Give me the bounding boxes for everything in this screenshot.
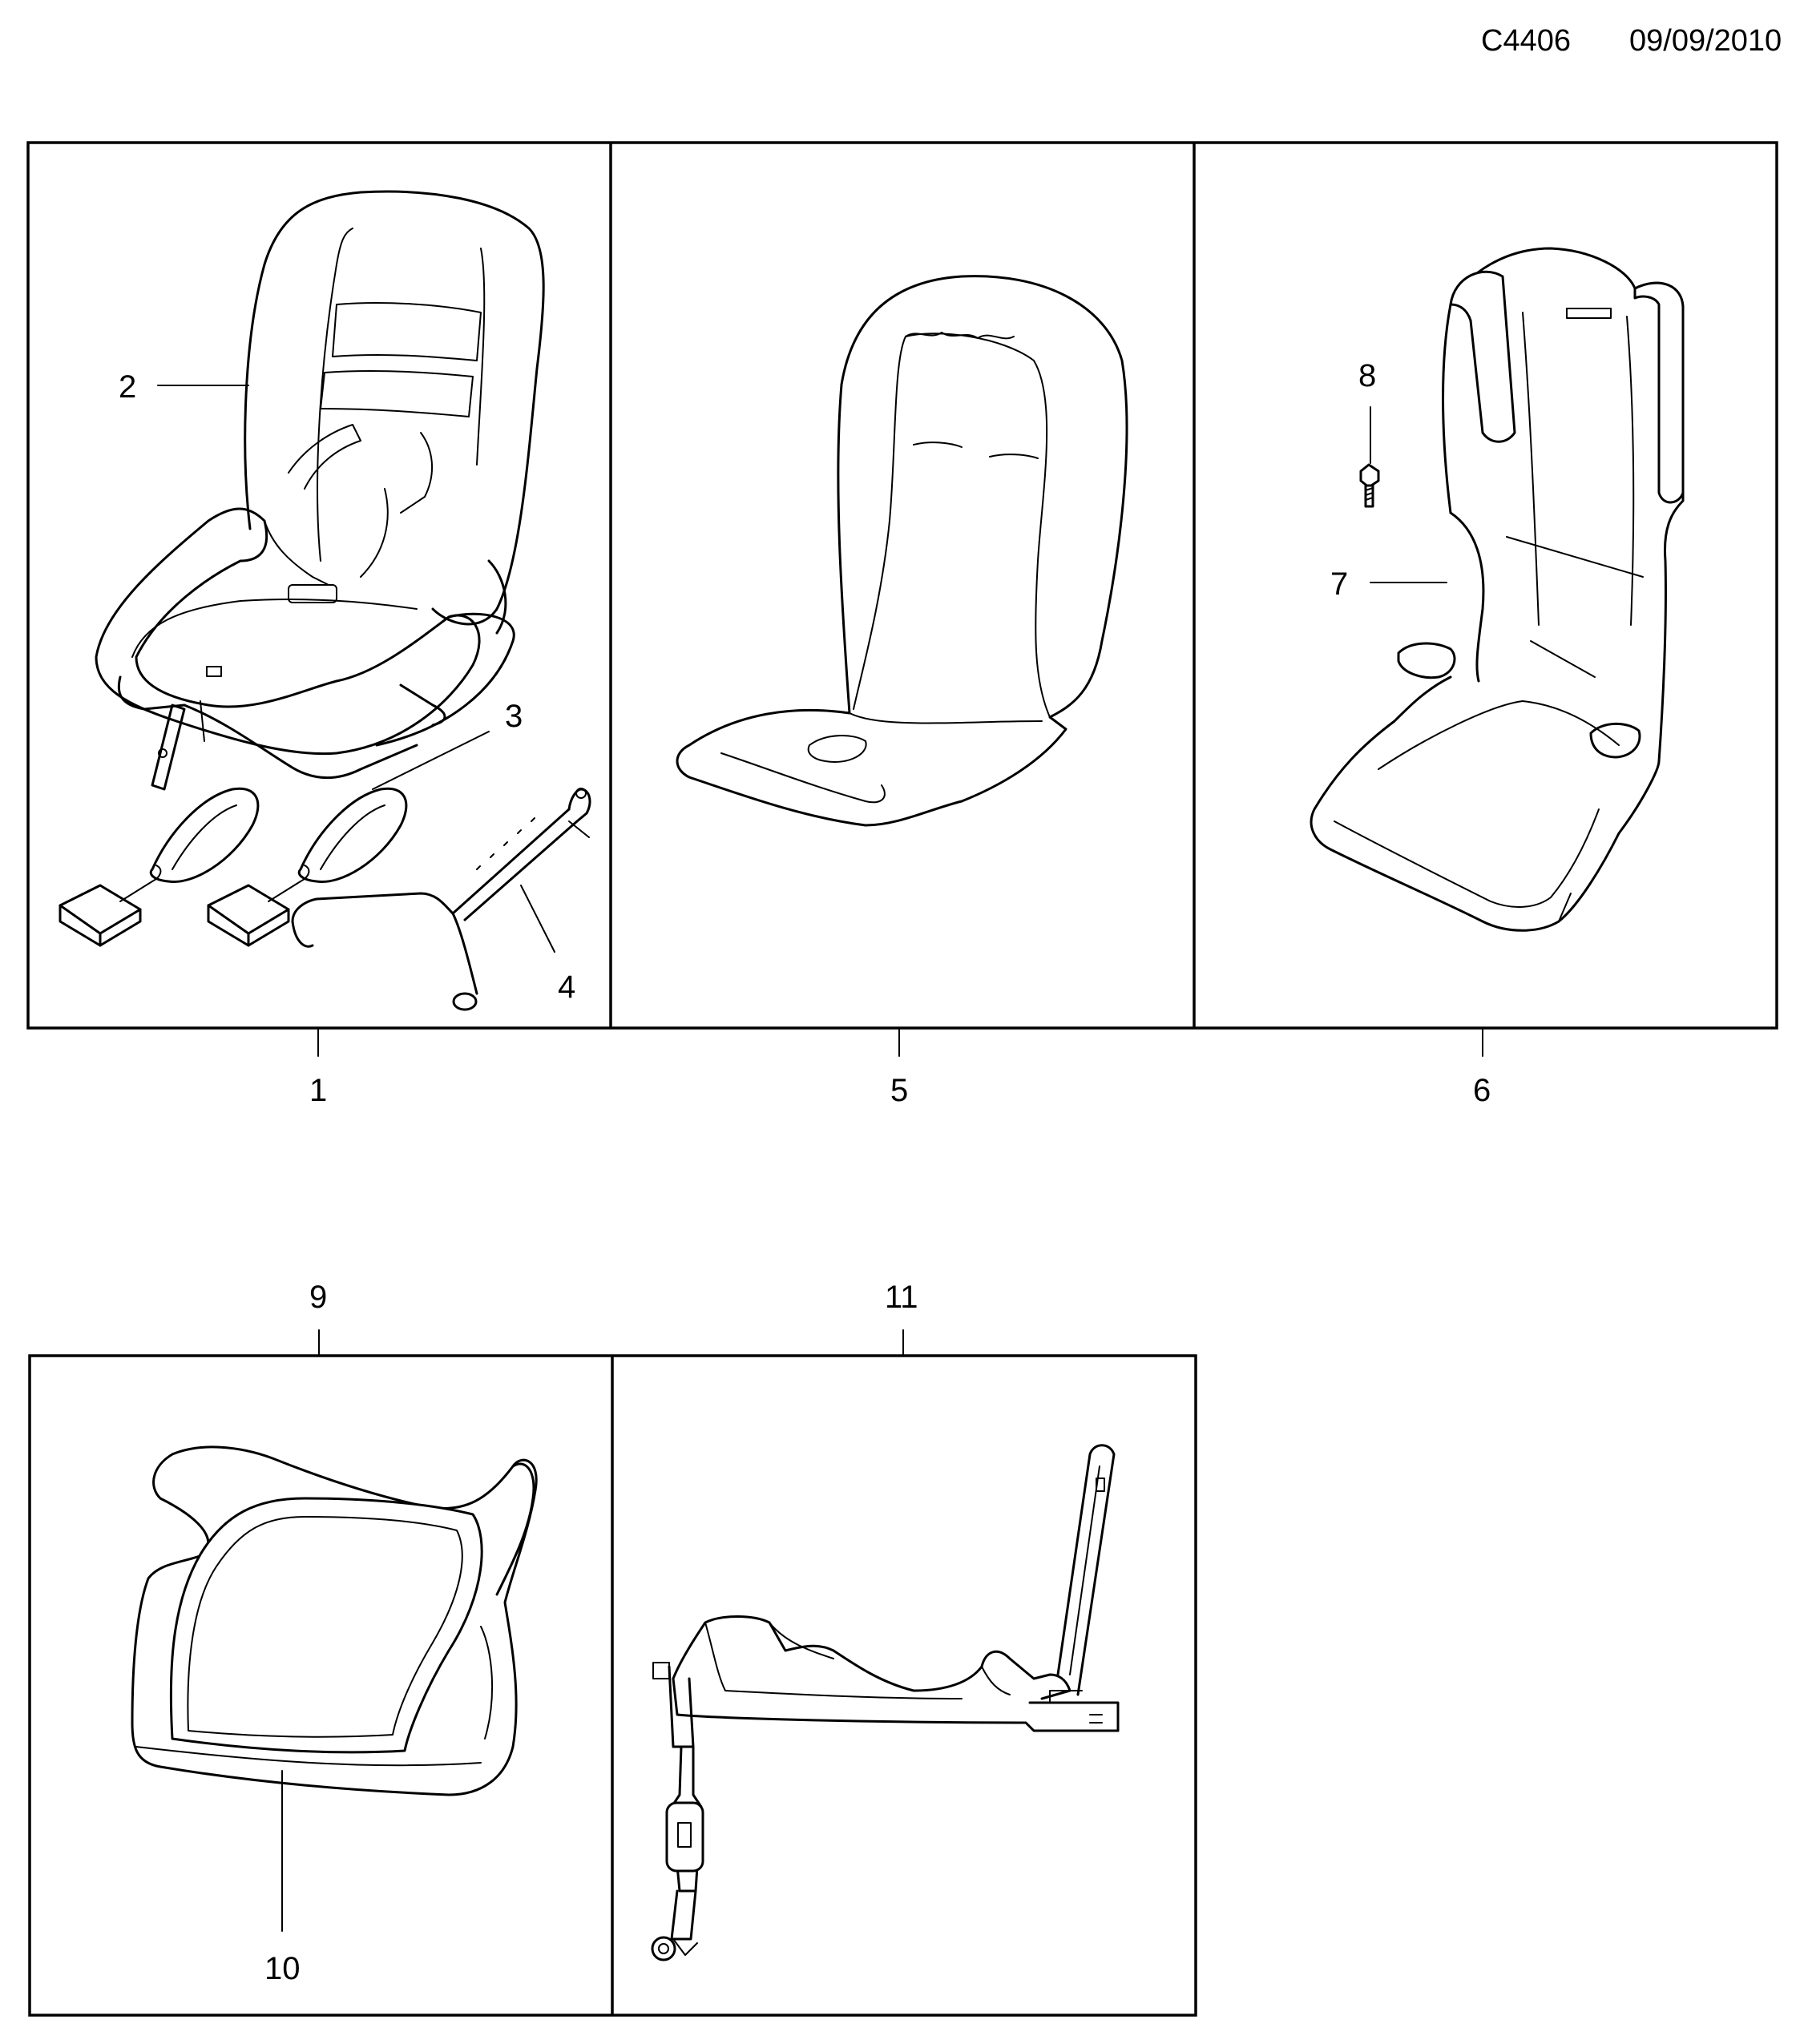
callout-8: 8	[1358, 358, 1376, 464]
svg-text:10: 10	[264, 1951, 301, 1986]
svg-text:11: 11	[885, 1280, 918, 1315]
svg-text:5: 5	[890, 1073, 908, 1108]
top-panel-frame	[26, 141, 1778, 1030]
callout-11: 11	[885, 1280, 918, 1357]
child-seat-icon	[95, 190, 545, 791]
callout-2: 2	[119, 369, 249, 405]
bolt-icon	[1359, 463, 1380, 508]
svg-text:1: 1	[309, 1073, 327, 1108]
booster-seat-icon	[1310, 247, 1685, 932]
bottom-panel-frame	[28, 1354, 1197, 2017]
callout-6: 6	[1473, 1029, 1491, 1108]
callout-5: 5	[890, 1029, 908, 1108]
support-frame-icon	[291, 788, 591, 1011]
svg-text:9: 9	[309, 1280, 327, 1315]
diagram-date: 09/09/2010	[1629, 24, 1782, 58]
svg-text:3: 3	[505, 699, 523, 734]
booster-cushion-icon	[131, 1445, 538, 1796]
callout-1: 1	[309, 1029, 327, 1108]
isofix-base-icon	[651, 1444, 1120, 1961]
svg-text:6: 6	[1473, 1073, 1491, 1108]
callout-7: 7	[1330, 566, 1447, 602]
callout-3: 3	[372, 699, 523, 790]
seat-pad-icon	[676, 275, 1128, 827]
callout-4: 4	[520, 885, 575, 1005]
svg-text:2: 2	[119, 369, 136, 405]
diagram-code: C4406	[1481, 24, 1571, 58]
svg-text:7: 7	[1330, 566, 1348, 602]
svg-text:8: 8	[1358, 358, 1376, 393]
callout-10: 10	[264, 1770, 301, 1986]
belt-buckle-icon	[59, 787, 408, 947]
svg-text:4: 4	[558, 970, 575, 1005]
callout-9: 9	[309, 1280, 327, 1357]
